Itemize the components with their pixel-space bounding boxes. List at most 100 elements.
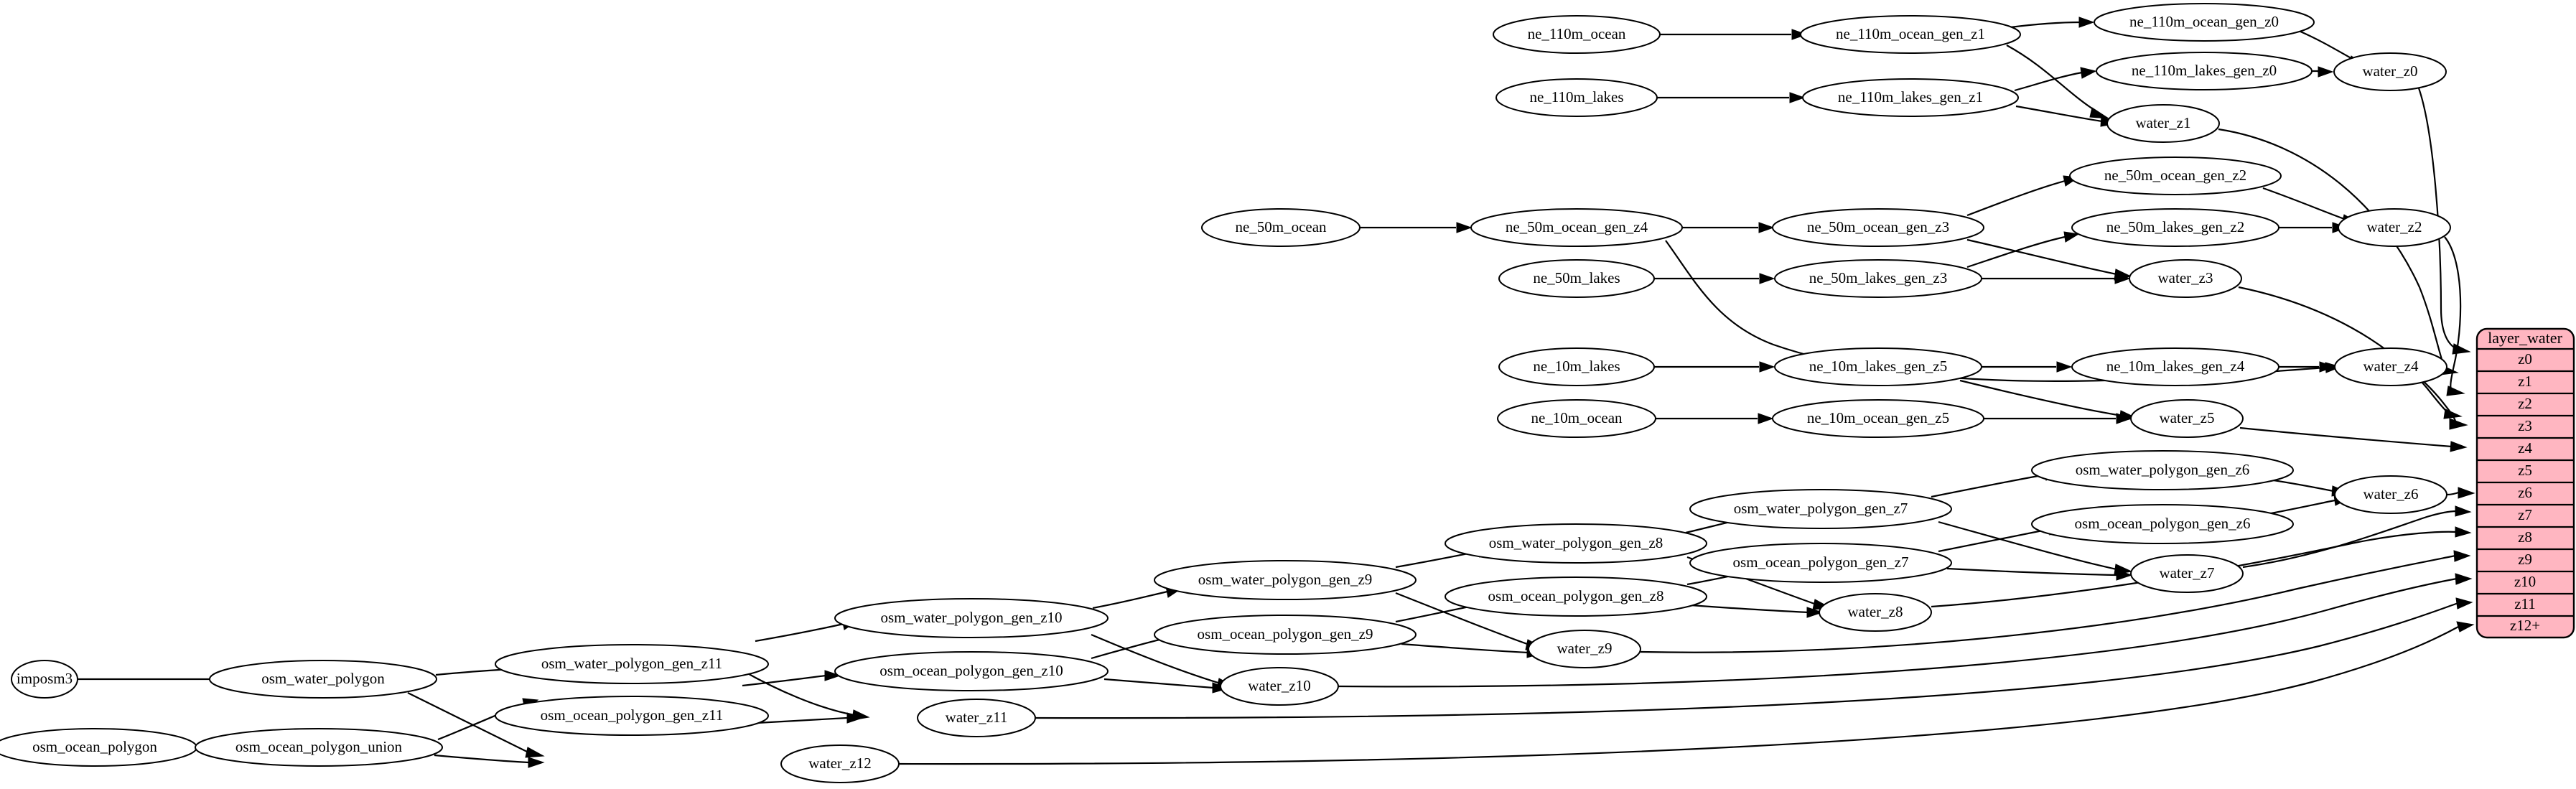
edge-owp-z11-to-owp-z10 <box>755 622 844 643</box>
node-osm-ocean-polygon-gen-z9[interactable]: osm_ocean_polygon_gen_z9 <box>1154 615 1417 655</box>
table-row-z1[interactable]: z1 <box>2518 373 2532 390</box>
table-row-z0[interactable]: z0 <box>2518 350 2532 368</box>
node-ne-110m-ocean-gen-z0[interactable]: ne_110m_ocean_gen_z0 <box>2094 3 2315 42</box>
node-water-z12[interactable]: water_z12 <box>780 744 900 783</box>
node-label: water_z12 <box>808 755 871 772</box>
node-osm-ocean-polygon-gen-z6[interactable]: osm_ocean_polygon_gen_z6 <box>2031 504 2294 544</box>
node-ne-10m-ocean[interactable]: ne_10m_ocean <box>1497 399 1656 438</box>
node-water-z3[interactable]: water_z3 <box>2129 259 2242 298</box>
node-label: osm_water_polygon_gen_z7 <box>1734 500 1908 517</box>
node-osm-ocean-polygon-union[interactable]: osm_ocean_polygon_union <box>195 728 443 767</box>
node-label: ne_50m_ocean_gen_z4 <box>1506 218 1648 235</box>
edge-owp-z10-to-waterz10 <box>1091 633 1221 685</box>
table-row-z10[interactable]: z10 <box>2514 573 2536 590</box>
node-label: osm_water_polygon_gen_z9 <box>1198 571 1373 588</box>
node-label: ne_10m_lakes_gen_z5 <box>1809 358 1947 375</box>
node-ne-10m-lakes[interactable]: ne_10m_lakes <box>1498 347 1655 386</box>
node-label: water_z4 <box>2363 358 2419 375</box>
node-label: water_z2 <box>2367 218 2422 235</box>
node-osm-water-polygon[interactable]: osm_water_polygon <box>209 660 437 699</box>
node-label: osm_ocean_polygon_gen_z7 <box>1733 554 1909 571</box>
layer-water-table[interactable]: layer_water z0 z1 z2 z3 z4 z5 z6 z7 z8 z… <box>2475 327 2575 639</box>
node-osm-ocean-polygon-gen-z11[interactable]: osm_ocean_polygon_gen_z11 <box>495 696 769 736</box>
table-row-z9[interactable]: z9 <box>2518 551 2532 568</box>
node-ne-50m-lakes[interactable]: ne_50m_lakes <box>1498 259 1655 298</box>
node-ne-110m-lakes-gen-z0[interactable]: ne_110m_lakes_gen_z0 <box>2096 52 2313 90</box>
node-label: ne_110m_lakes <box>1529 88 1623 106</box>
edge-waterz9-to-table-z9 <box>1640 554 2456 653</box>
node-imposm3[interactable]: imposm3 <box>11 660 78 699</box>
table-row-z5[interactable]: z5 <box>2518 462 2532 479</box>
table-row-z4[interactable]: z4 <box>2518 439 2532 457</box>
edge-waterz2-to-table-z2 <box>2444 236 2462 391</box>
node-osm-water-polygon-gen-z11[interactable]: osm_water_polygon_gen_z11 <box>495 644 769 684</box>
table-row-z7[interactable]: z7 <box>2518 506 2532 523</box>
table-row-z11[interactable]: z11 <box>2514 595 2536 612</box>
node-osm-ocean-polygon-gen-z7[interactable]: osm_ocean_polygon_gen_z7 <box>1689 543 1952 583</box>
edge-owp-z10-to-owp-z9 <box>1092 590 1168 610</box>
node-ne-50m-lakes-gen-z2[interactable]: ne_50m_lakes_gen_z2 <box>2071 208 2279 247</box>
node-ne-50m-ocean-gen-z4[interactable]: ne_50m_ocean_gen_z4 <box>1470 208 1683 247</box>
edge-union-to-waterz12 <box>434 754 529 764</box>
edge-gen-z1-lakes110-to-gen-z0 <box>2014 71 2083 92</box>
node-ne-10m-lakes-gen-z4[interactable]: ne_10m_lakes_gen_z4 <box>2071 347 2279 386</box>
edge-owp-z9-to-waterz9 <box>1395 592 1530 646</box>
node-label: ne_50m_ocean_gen_z2 <box>2104 167 2246 184</box>
node-water-z0[interactable]: water_z0 <box>2333 52 2447 91</box>
node-osm-water-polygon-gen-z9[interactable]: osm_water_polygon_gen_z9 <box>1154 560 1417 600</box>
edge-gen-z2-50mocean-to-waterz2 <box>2262 187 2347 221</box>
node-label: ne_110m_lakes_gen_z0 <box>2132 62 2277 79</box>
node-ne-50m-ocean[interactable]: ne_50m_ocean <box>1201 208 1361 247</box>
table-row-z3[interactable]: z3 <box>2518 417 2532 434</box>
node-label: ne_110m_ocean_gen_z1 <box>1836 25 1985 42</box>
node-ne-50m-ocean-gen-z3[interactable]: ne_50m_ocean_gen_z3 <box>1772 208 1984 247</box>
node-label: water_z11 <box>946 709 1008 726</box>
node-osm-water-polygon-gen-z10[interactable]: osm_water_polygon_gen_z10 <box>834 598 1109 638</box>
node-label: ne_10m_lakes <box>1533 358 1620 375</box>
node-water-z10[interactable]: water_z10 <box>1220 667 1339 706</box>
table-title: layer_water <box>2488 329 2562 347</box>
node-ne-110m-lakes-gen-z1[interactable]: ne_110m_lakes_gen_z1 <box>1802 78 2019 117</box>
node-label: ne_10m_lakes_gen_z4 <box>2106 358 2245 375</box>
node-osm-water-polygon-gen-z8[interactable]: osm_water_polygon_gen_z8 <box>1445 523 1707 564</box>
node-water-z7[interactable]: water_z7 <box>2130 554 2244 593</box>
edge-waterz0-to-table-z0 <box>2417 85 2456 349</box>
table-row-z2[interactable]: z2 <box>2518 395 2532 412</box>
node-water-z8[interactable]: water_z8 <box>1819 593 1932 632</box>
node-water-z11[interactable]: water_z11 <box>917 699 1036 737</box>
node-water-z9[interactable]: water_z9 <box>1528 630 1641 668</box>
table-row-z12plus[interactable]: z12+ <box>2510 617 2540 634</box>
node-label: ne_50m_lakes <box>1533 269 1620 286</box>
node-osm-water-polygon-gen-z7[interactable]: osm_water_polygon_gen_z7 <box>1689 489 1952 529</box>
edge-oop-z9-to-waterz9 <box>1401 643 1529 654</box>
node-ne-10m-lakes-gen-z5[interactable]: ne_10m_lakes_gen_z5 <box>1774 347 1982 386</box>
edge-oop-z10-to-oop-z9 <box>1091 636 1170 660</box>
node-water-z5[interactable]: water_z5 <box>2130 399 2244 438</box>
edge-gen-z1-lakes110-to-waterz1 <box>2015 105 2103 123</box>
node-osm-water-polygon-gen-z6[interactable]: osm_water_polygon_gen_z6 <box>2031 450 2294 490</box>
edge-gen-z3-50mocean-to-waterz3 <box>1966 238 2117 276</box>
node-water-z6[interactable]: water_z6 <box>2334 475 2447 514</box>
node-ne-10m-ocean-gen-z5[interactable]: ne_10m_ocean_gen_z5 <box>1772 399 1984 438</box>
node-ne-110m-ocean-gen-z1[interactable]: ne_110m_ocean_gen_z1 <box>1800 15 2021 54</box>
node-ne-110m-lakes[interactable]: ne_110m_lakes <box>1495 78 1658 117</box>
edge-gen-z0-ocean110-to-waterz0 <box>2298 29 2356 61</box>
node-osm-ocean-polygon[interactable]: osm_ocean_polygon <box>0 728 197 767</box>
node-osm-ocean-polygon-gen-z10[interactable]: osm_ocean_polygon_gen_z10 <box>834 651 1109 691</box>
table-row-z6[interactable]: z6 <box>2518 484 2532 501</box>
node-water-z2[interactable]: water_z2 <box>2338 208 2451 247</box>
edge-gen-z1-to-gen-z0-ocean110 <box>2010 21 2081 29</box>
node-label: ne_10m_ocean <box>1531 409 1623 426</box>
node-ne-110m-ocean[interactable]: ne_110m_ocean <box>1493 15 1661 54</box>
table-row-z8[interactable]: z8 <box>2518 528 2532 546</box>
edge-owp-z7-to-waterz7 <box>1938 520 2117 571</box>
node-osm-ocean-polygon-gen-z8[interactable]: osm_ocean_polygon_gen_z8 <box>1445 576 1707 617</box>
edge-waterz10-to-table-z10 <box>1338 577 2458 688</box>
node-ne-50m-lakes-gen-z3[interactable]: ne_50m_lakes_gen_z3 <box>1774 259 1982 298</box>
edge-waterz1-to-table-z1 <box>2218 128 2446 369</box>
node-ne-50m-ocean-gen-z2[interactable]: ne_50m_ocean_gen_z2 <box>2069 157 2282 195</box>
node-water-z4[interactable]: water_z4 <box>2334 347 2447 386</box>
node-water-z1[interactable]: water_z1 <box>2106 104 2220 143</box>
node-label: osm_ocean_polygon_gen_z8 <box>1488 587 1664 604</box>
edge-osmwaterpolygon-to-waterz12 <box>407 692 529 753</box>
